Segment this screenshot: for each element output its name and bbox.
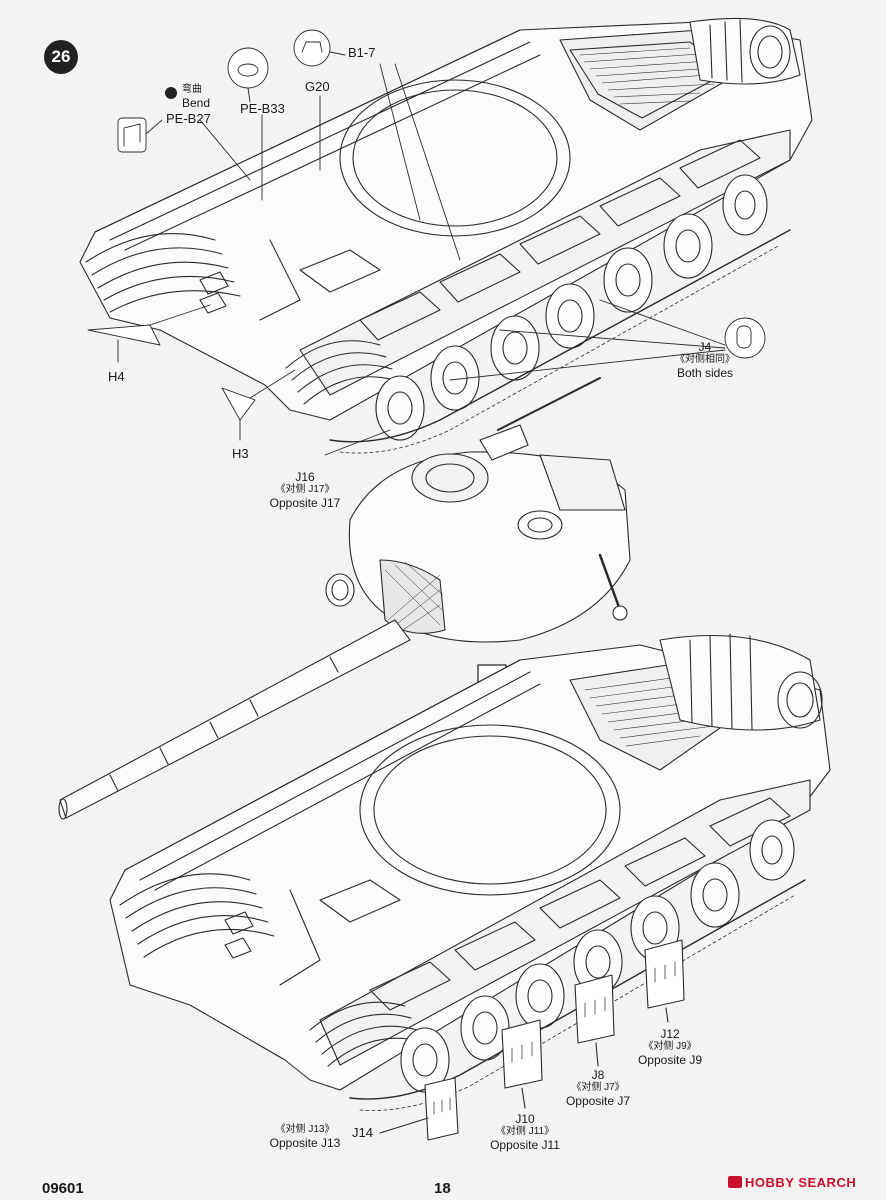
kit-number: 09601 <box>42 1180 84 1197</box>
part-label-j12-en: Opposite J9 <box>637 1053 703 1067</box>
bend-label-cn: 弯曲 <box>182 84 202 95</box>
part-label-j10: J10 《对侧 J11》 Opposite J11 <box>490 1112 560 1152</box>
part-label-j4-code: J4 <box>698 340 712 354</box>
part-label-b1-7: B1-7 <box>348 45 376 60</box>
upper-hull <box>79 17 813 421</box>
lower-hull <box>109 633 831 1091</box>
part-label-j8-code: J8 <box>591 1068 605 1082</box>
part-label-j10-code: J10 <box>515 1112 535 1126</box>
bend-icon <box>165 87 177 99</box>
turret <box>58 377 631 820</box>
part-label-j16: J16 《对侧 J17》 Opposite J17 <box>270 470 341 510</box>
part-label-j16-code: J16 <box>295 470 315 484</box>
watermark: HOBBY SEARCH <box>728 1175 856 1190</box>
part-label-pe-b27: PE-B27 <box>166 111 211 126</box>
part-label-pe-b33: PE-B33 <box>240 101 285 116</box>
lower-road-wheels <box>349 819 806 1111</box>
part-label-j14-note: 《对侧 J13》 Opposite J13 <box>270 1124 341 1150</box>
bend-label-en: Bend <box>182 96 211 110</box>
watermark-logo-icon <box>728 1176 742 1188</box>
watermark-text: HOBBY SEARCH <box>745 1175 857 1190</box>
part-label-j10-cn: 《对侧 J11》 <box>495 1126 555 1137</box>
part-label-j8-cn: 《对侧 J7》 <box>571 1082 625 1093</box>
part-label-j16-en: Opposite J17 <box>269 496 341 510</box>
part-label-j10-en: Opposite J11 <box>490 1138 560 1152</box>
part-label-j12-cn: 《对侧 J9》 <box>643 1041 697 1052</box>
part-label-g20: G20 <box>305 79 330 94</box>
page-number: 18 <box>434 1180 451 1197</box>
part-label-j12: J12 《对侧 J9》 Opposite J9 <box>638 1027 702 1067</box>
upper-callouts <box>87 29 766 456</box>
part-label-j16-cn: 《对侧 J17》 <box>275 484 335 495</box>
part-label-j8: J8 《对侧 J7》 Opposite J7 <box>566 1068 630 1108</box>
part-label-j12-code: J12 <box>660 1027 680 1041</box>
part-label-j14-cn: 《对侧 J13》 <box>275 1124 335 1135</box>
part-label-j14: J14 <box>352 1125 373 1140</box>
part-label-j4-en: Both sides <box>676 366 734 380</box>
part-label-h4: H4 <box>108 369 125 384</box>
step-number-badge: 26 <box>44 40 78 74</box>
part-label-j4-cn: 《对侧相同》 <box>675 354 735 365</box>
bend-label: 弯曲 Bend <box>182 84 210 110</box>
part-label-h3: H3 <box>232 446 249 461</box>
upper-road-wheels <box>329 174 791 454</box>
part-label-j8-en: Opposite J7 <box>565 1094 631 1108</box>
mud-flaps <box>379 939 685 1141</box>
part-label-j4: J4 《对侧相同》 Both sides <box>675 340 735 380</box>
part-label-j14-en: Opposite J13 <box>269 1136 341 1150</box>
